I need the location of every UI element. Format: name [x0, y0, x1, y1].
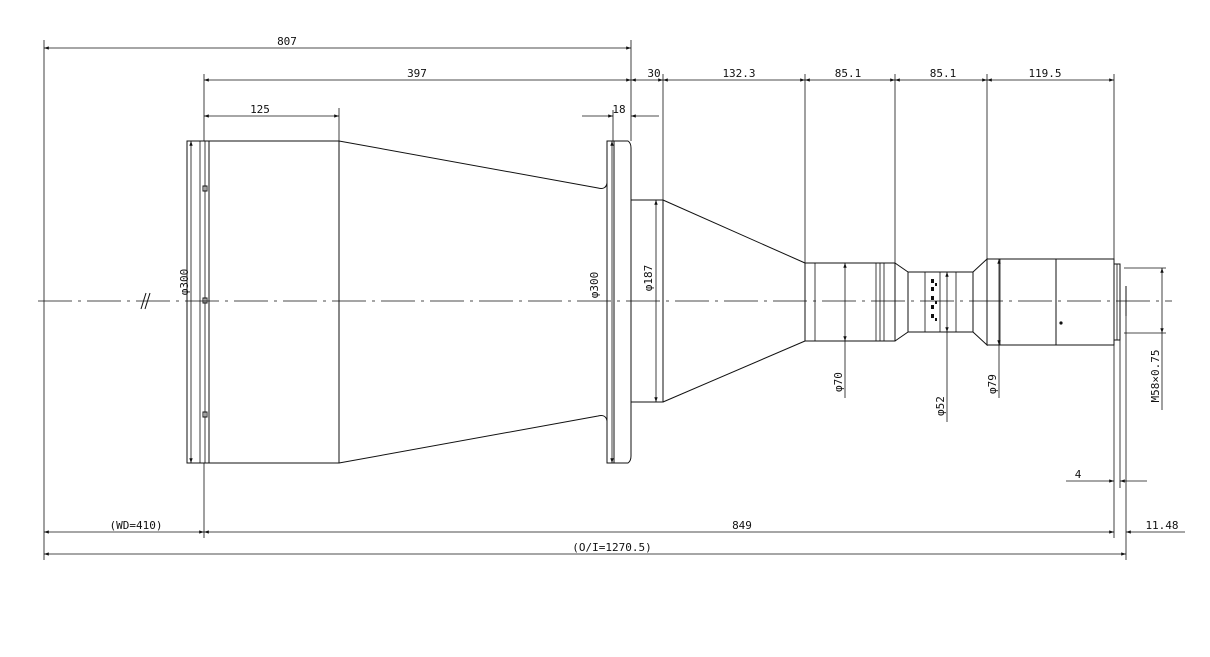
- dim-4-label: 4: [1075, 468, 1082, 481]
- dim-wd-label: (WD=410): [110, 519, 163, 532]
- dim-125-label: 125: [250, 103, 270, 116]
- dim-85b-label: 85.1: [930, 67, 957, 80]
- dim-85a-label: 85.1: [835, 67, 862, 80]
- dim-119-label: 119.5: [1028, 67, 1061, 80]
- dim-oi-label: (O/I=1270.5): [572, 541, 651, 554]
- diameter-dimensions: φ300 φ300 φ187 φ70 φ52 φ79 M58×0.75: [178, 141, 1164, 463]
- dim-397-label: 397: [407, 67, 427, 80]
- top-dimensions: 807 397 125 18 30 132.3 85.1 85.1 119.5: [44, 35, 1114, 118]
- dim-back-focal-label: 11.48: [1145, 519, 1178, 532]
- dia-52-label: φ52: [934, 396, 947, 416]
- dia-70-label: φ70: [832, 372, 845, 392]
- dim-132-label: 132.3: [722, 67, 755, 80]
- axis-break-symbol: [140, 292, 151, 310]
- dia-79-label: φ79: [986, 374, 999, 394]
- lens-body: [186, 140, 1127, 464]
- dia-flange-label: φ300: [588, 272, 601, 299]
- dim-807-label: 807: [277, 35, 297, 48]
- dia-cone-label: φ187: [642, 265, 655, 292]
- bottom-dimensions: (WD=410) 849 (O/I=1270.5) 11.48 4: [44, 468, 1185, 556]
- extension-lines: [43, 40, 1166, 560]
- dim-30-label: 30: [647, 67, 660, 80]
- dim-18-label: 18: [612, 103, 625, 116]
- dia-front-label: φ300: [178, 269, 191, 296]
- dim-849-label: 849: [732, 519, 752, 532]
- mount-thread-label: M58×0.75: [1149, 350, 1162, 403]
- focus-scale-marks: [931, 279, 937, 321]
